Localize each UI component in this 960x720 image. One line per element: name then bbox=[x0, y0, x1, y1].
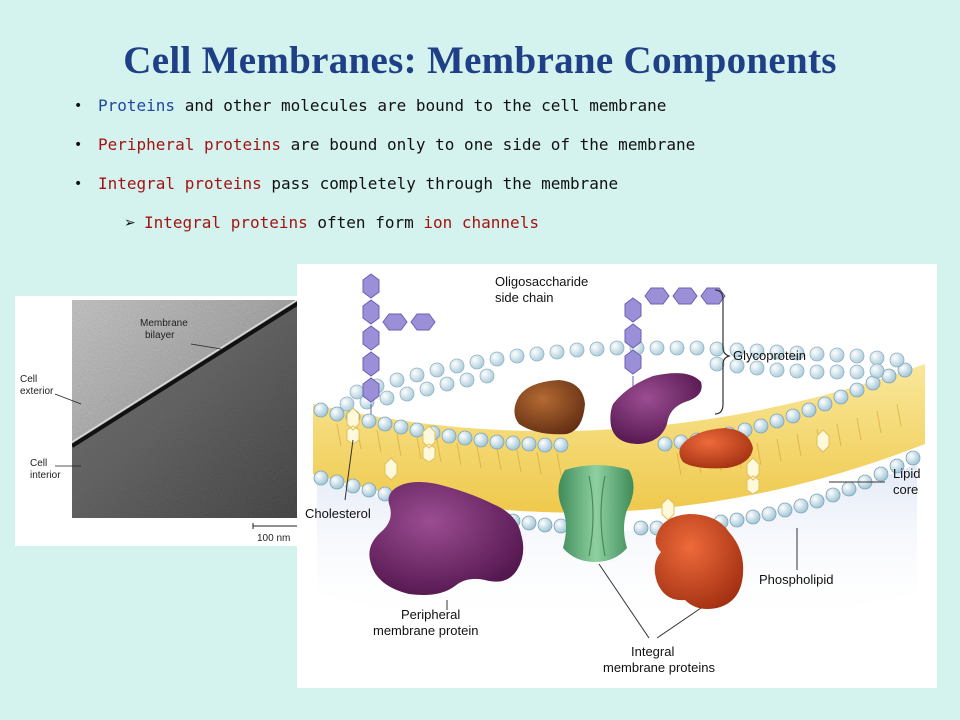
peripheral-protein-top bbox=[679, 428, 753, 469]
glycoprotein-label: Glycoprotein bbox=[733, 348, 806, 363]
slide-title: Cell Membranes: Membrane Components bbox=[123, 39, 837, 82]
peripheral-protein-label: Peripheral bbox=[401, 607, 460, 622]
glycoprotein-bracket bbox=[714, 289, 731, 415]
bullet-dot-icon: • bbox=[74, 137, 83, 153]
micrograph-panel: Membrane bilayer Cell exterior Cell inte… bbox=[15, 296, 305, 546]
lipid-core-label: Lipid bbox=[893, 466, 920, 481]
arrow-bullet-icon: ➢ bbox=[124, 215, 136, 231]
bullet-text: are bound only to one side of the membra… bbox=[281, 135, 696, 154]
lipid-core-label: core bbox=[893, 482, 918, 497]
peripheral-protein-label: membrane protein bbox=[373, 623, 479, 638]
brown-protein bbox=[514, 380, 585, 435]
bullet-text: and other molecules are bound to the cel… bbox=[175, 96, 667, 115]
micrograph-figure: Membrane bilayer Cell exterior Cell inte… bbox=[20, 300, 302, 544]
bullet-dot-icon: • bbox=[74, 176, 83, 192]
cholesterol-label: Cholesterol bbox=[305, 506, 371, 521]
ion-channel-protein bbox=[558, 465, 634, 562]
integral-proteins-label: Integral bbox=[631, 644, 674, 659]
cell-exterior-label: exterior bbox=[20, 386, 54, 397]
membrane-bilayer-label: bilayer bbox=[145, 330, 175, 341]
cholesterol-molecules bbox=[346, 407, 830, 521]
membrane-diagram-panel: Oligosaccharide side chain Glycoprotein … bbox=[297, 264, 937, 688]
cell-interior-label: interior bbox=[30, 470, 61, 481]
peripheral-membrane-protein bbox=[369, 482, 524, 595]
membrane-diagram: Oligosaccharide side chain Glycoprotein … bbox=[305, 273, 925, 675]
phospholipid-label: Phospholipid bbox=[759, 572, 833, 587]
bullet-highlight: Proteins bbox=[98, 96, 176, 115]
sub-bullet-item: ➢ Integral proteins often form ion channe… bbox=[74, 211, 695, 250]
cell-interior-label: Cell bbox=[30, 458, 47, 469]
bullet-item: • Integral proteins pass completely throu… bbox=[74, 172, 695, 211]
bullet-item: • Peripheral proteins are bound only to o… bbox=[74, 133, 695, 172]
cell-exterior-label: Cell bbox=[20, 374, 37, 385]
sub-bullet-text: often form bbox=[307, 213, 424, 232]
bullet-item: • Proteins and other molecules are bound … bbox=[74, 94, 695, 133]
integral-proteins-label: membrane proteins bbox=[603, 660, 715, 675]
integral-membrane-protein bbox=[654, 514, 744, 609]
scale-label: 100 nm bbox=[257, 533, 290, 544]
oligosaccharide-label: side chain bbox=[495, 290, 554, 305]
membrane-bilayer-line bbox=[72, 300, 300, 448]
bullet-dot-icon: • bbox=[74, 98, 83, 114]
oligosaccharide-chains bbox=[362, 273, 726, 414]
glycoprotein-protein bbox=[610, 373, 702, 444]
bullet-highlight: Peripheral proteins bbox=[98, 135, 282, 154]
sub-bullet-highlight: ion channels bbox=[423, 213, 539, 232]
membrane-bilayer-label: Membrane bbox=[140, 318, 188, 329]
bullet-text: pass completely through the membrane bbox=[261, 174, 619, 193]
bullet-list: • Proteins and other molecules are bound … bbox=[74, 94, 695, 250]
bullet-highlight: Integral proteins bbox=[98, 174, 262, 193]
oligosaccharide-label: Oligosaccharide bbox=[495, 274, 588, 289]
sub-bullet-highlight: Integral proteins bbox=[144, 213, 308, 232]
